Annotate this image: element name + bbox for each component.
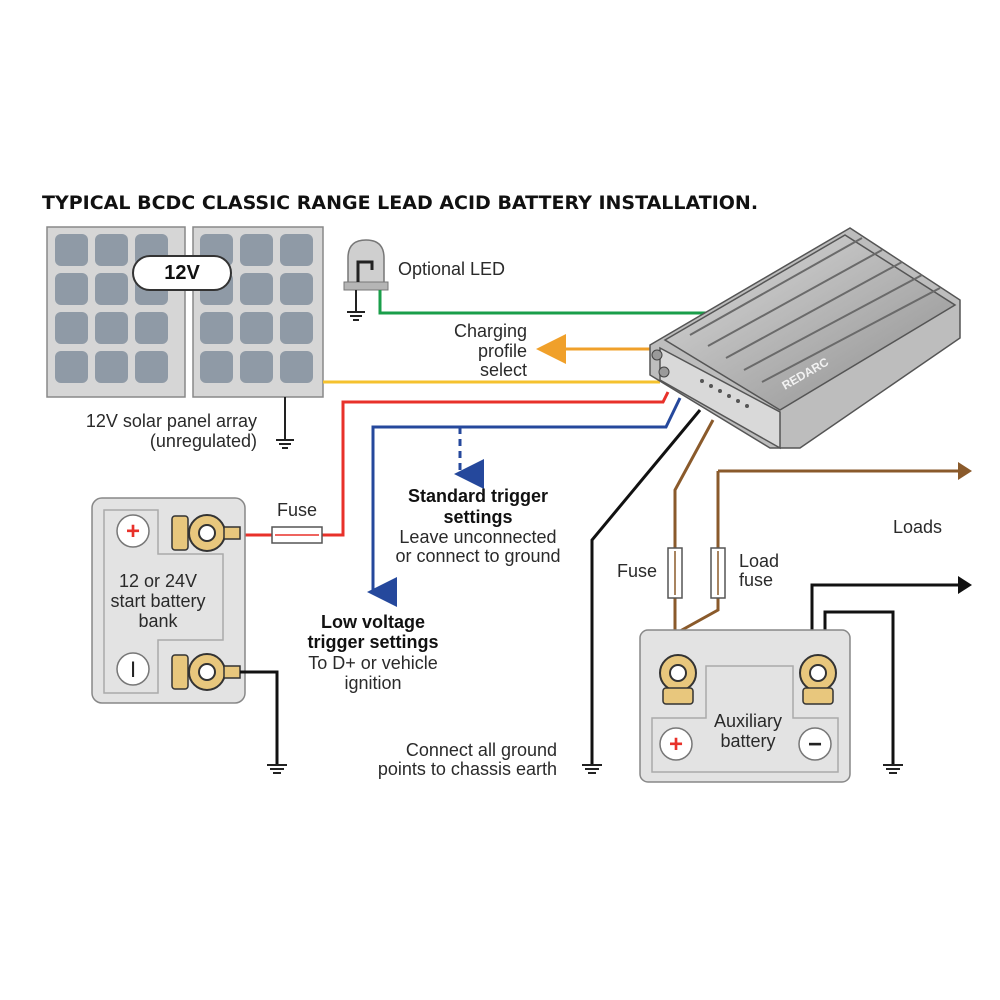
standard-trigger-line1: Leave unconnected — [399, 527, 556, 547]
load-fuse-label-line2: fuse — [739, 570, 773, 590]
start-battery-line3: bank — [138, 611, 178, 631]
aux-battery-positive-terminal — [659, 654, 697, 705]
low-voltage-heading1: Low voltage — [321, 612, 425, 632]
ground-note-line2: points to chassis earth — [378, 759, 557, 779]
solar-panel-array: 12V — [46, 226, 324, 398]
ground-note-line1: Connect all ground — [406, 740, 557, 760]
low-voltage-heading2: trigger settings — [307, 632, 438, 652]
aux-battery-minus-icon: − — [808, 731, 822, 758]
standard-trigger-heading2: settings — [443, 507, 512, 527]
device-ground-icon — [582, 764, 602, 774]
aux-battery-plus-icon: + — [669, 731, 683, 758]
led-label: Optional LED — [398, 259, 505, 279]
start-battery-positive-wire — [322, 391, 670, 537]
low-voltage-line1: To D+ or vehicle — [308, 653, 438, 673]
bcdc-charger-device: REDARC — [649, 227, 961, 450]
start-battery-positive-terminal — [171, 514, 241, 552]
aux-battery-line1: Auxiliary — [714, 711, 782, 731]
load-fuse-label-line1: Load — [739, 551, 779, 571]
voltage-badge — [132, 255, 232, 291]
diagram-title: TYPICAL BCDC CLASSIC RANGE LEAD ACID BAT… — [42, 192, 758, 214]
low-voltage-trigger-wire — [367, 397, 682, 607]
auxiliary-battery: + − — [639, 629, 851, 783]
start-battery-plus-icon: + — [126, 518, 140, 545]
loads-negative-wire — [810, 583, 958, 650]
aux-fuse-label: Fuse — [617, 561, 657, 581]
solar-ground-icon — [276, 397, 294, 449]
solar-caption-line2: (unregulated) — [150, 431, 257, 451]
start-battery-ground-icon — [267, 764, 287, 774]
led-icon — [343, 239, 389, 321]
solar-caption-line1: 12V solar panel array — [86, 411, 257, 431]
start-battery-minus-icon: I — [130, 657, 136, 682]
start-battery-line1: 12 or 24V — [119, 571, 197, 591]
device-ground-wire — [590, 409, 702, 765]
loads-label: Loads — [893, 517, 942, 537]
aux-battery-line2: battery — [720, 731, 775, 751]
led-wire — [378, 290, 713, 315]
charging-profile-line1: Charging — [454, 321, 527, 341]
start-battery-line2: start battery — [110, 591, 205, 611]
low-voltage-line2: ignition — [344, 673, 401, 693]
standard-trigger-heading1: Standard trigger — [408, 486, 548, 506]
aux-ground-icon — [883, 764, 903, 774]
charging-profile-line2: profile — [478, 341, 527, 361]
charging-profile-line3: select — [480, 360, 527, 380]
start-battery-ground-wire — [240, 670, 279, 765]
start-battery-negative-terminal — [171, 653, 241, 691]
aux-battery-charge-wire — [673, 419, 715, 548]
start-battery-fuse-label: Fuse — [277, 500, 317, 520]
standard-trigger-line2: or connect to ground — [395, 546, 560, 566]
voltage-badge-label: 12V — [164, 262, 200, 284]
aux-battery-negative-terminal — [799, 654, 837, 705]
